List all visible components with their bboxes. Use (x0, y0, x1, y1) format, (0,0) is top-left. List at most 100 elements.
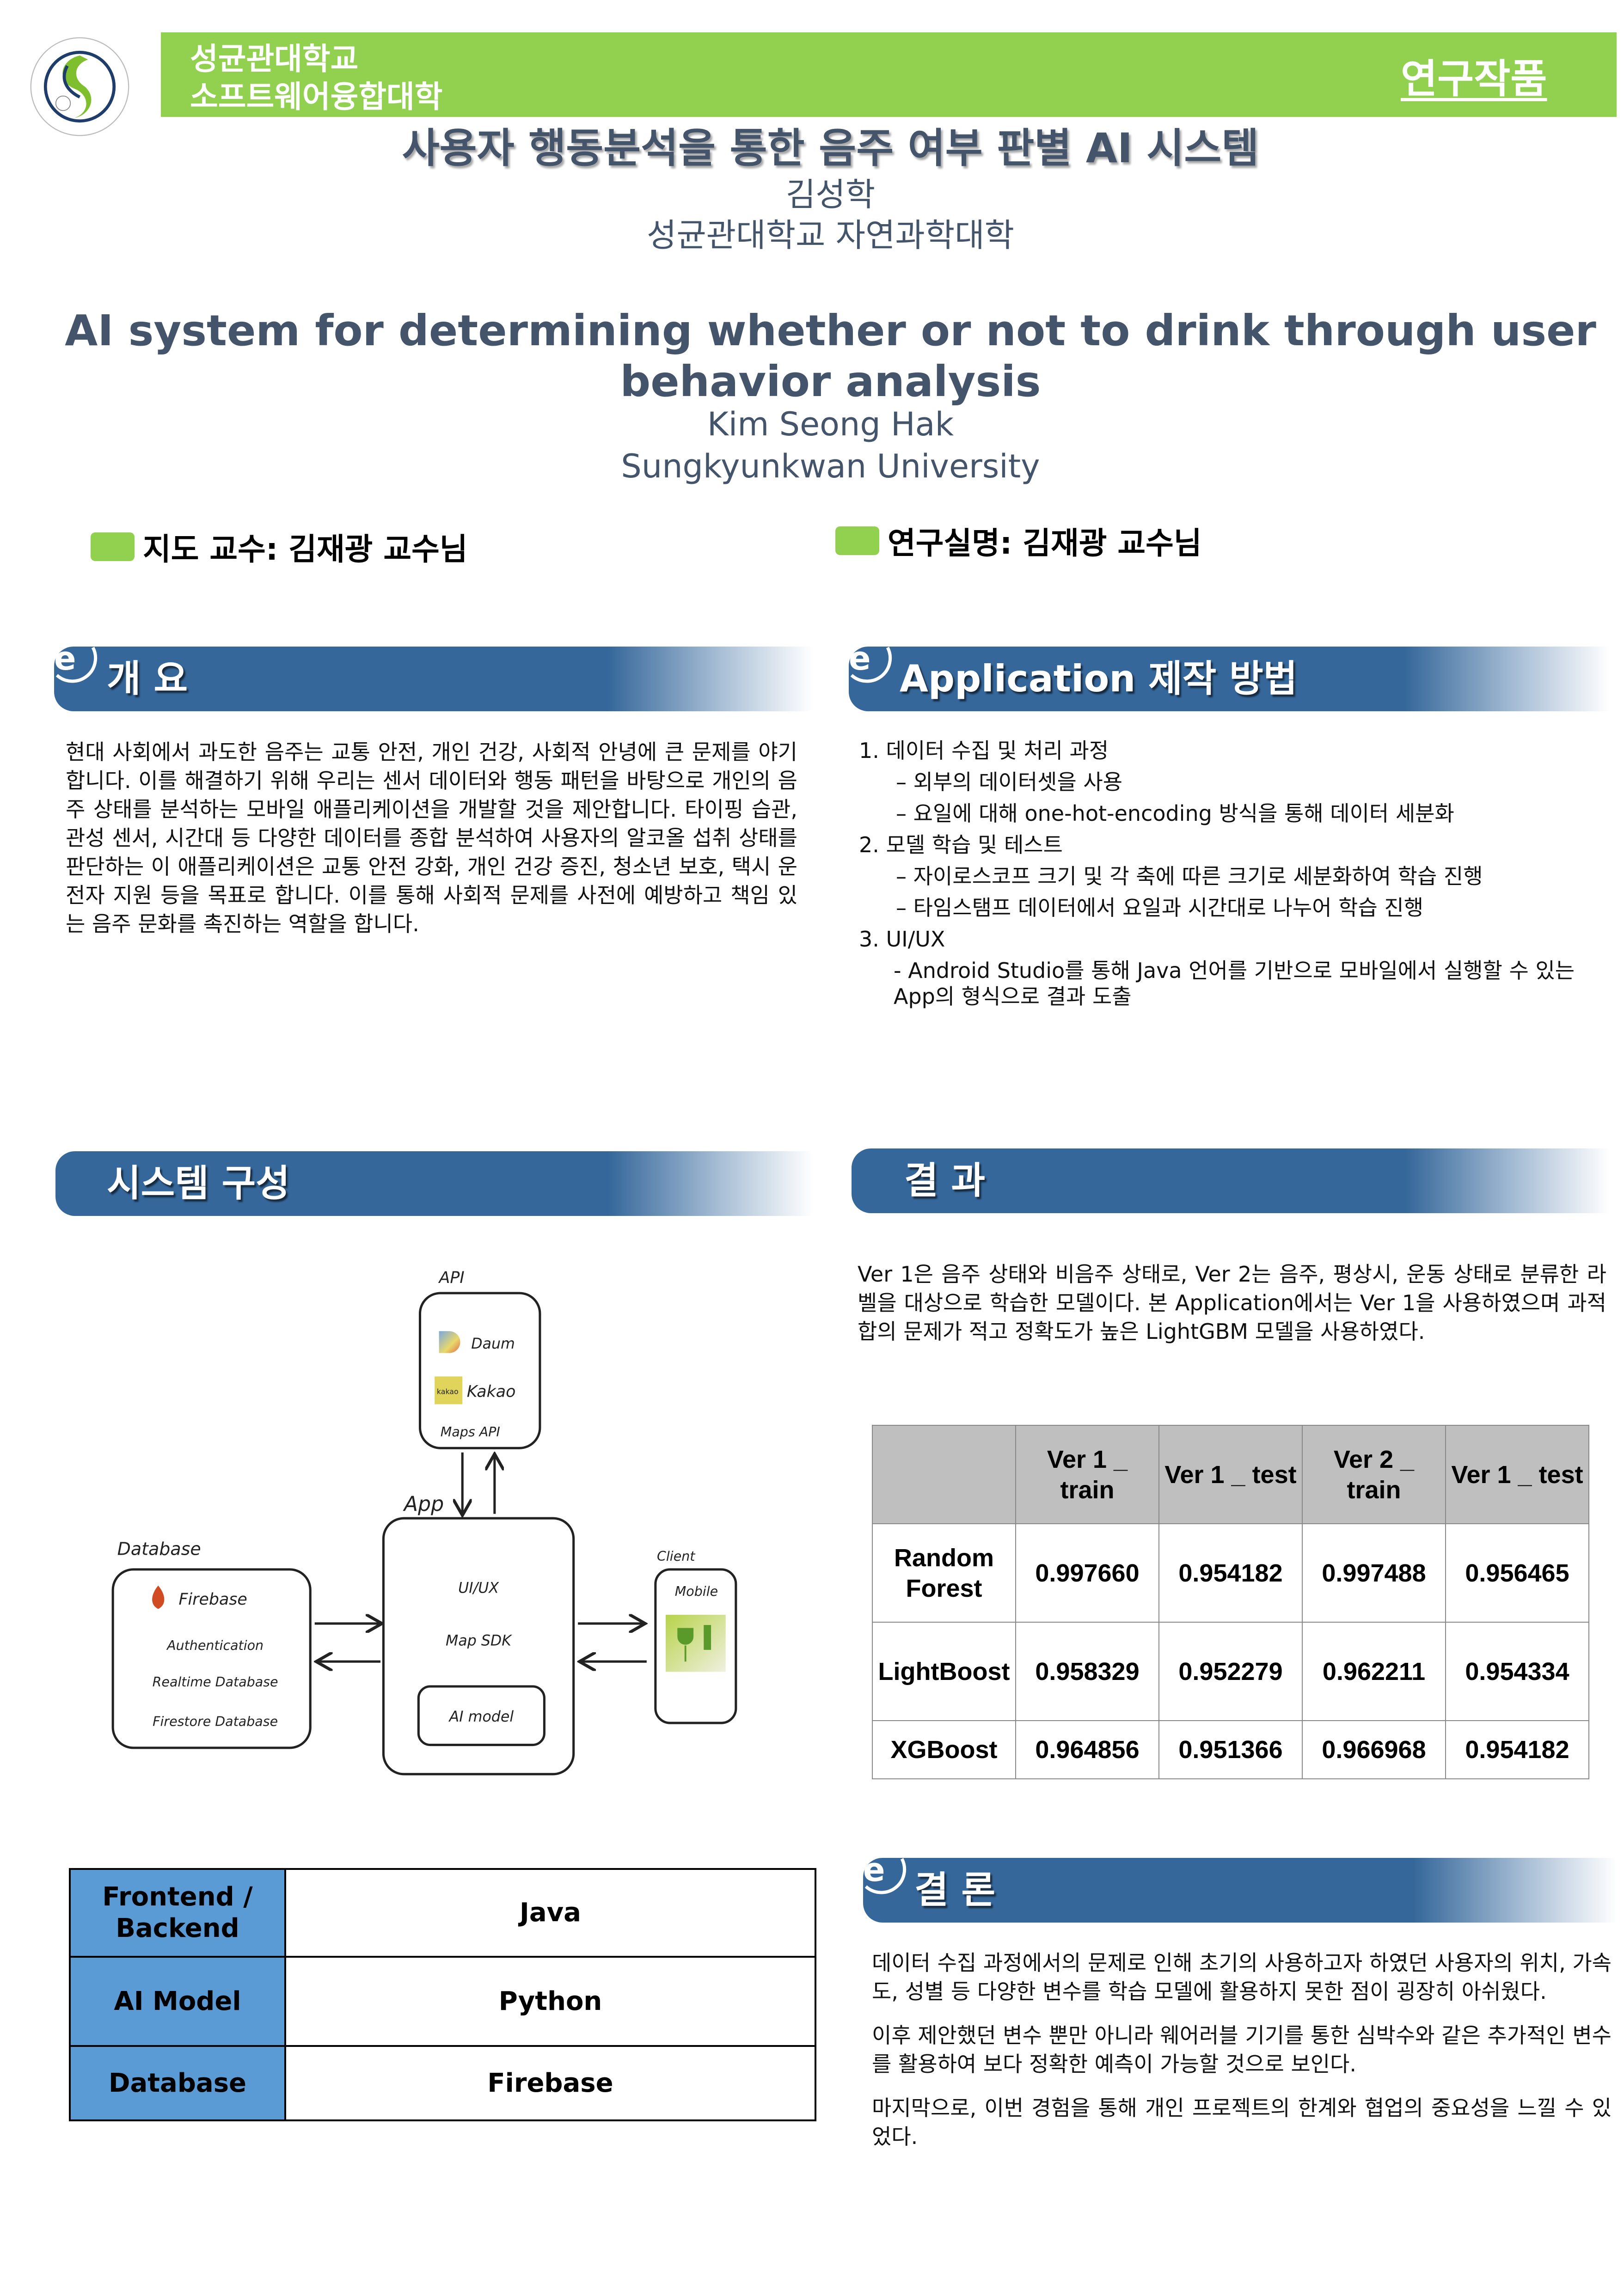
header-cell (872, 1425, 1016, 1524)
score-cell: 0.954334 (1445, 1622, 1589, 1721)
stack-key: Database (69, 2045, 286, 2121)
results-body: Ver 1은 음주 상태와 비음주 상태로, Ver 2는 음주, 평상시, 운… (858, 1262, 1606, 1344)
system-architecture-diagram: API Daum kakao Kakao Maps API App UI/UX … (111, 1269, 737, 1776)
title-english-line1: AI system for determining whether or not… (65, 306, 1596, 355)
section-title: 결 과 (904, 1159, 986, 1202)
header-cell: Ver 1 _ train (1015, 1425, 1159, 1524)
category-badge: 연구작품 (1401, 56, 1547, 102)
client-label: Client (657, 1549, 696, 1564)
results-table: Ver 1 _ train Ver 1 _ test Ver 2 _ train… (872, 1425, 1589, 1779)
model-name: LightBoost (872, 1622, 1016, 1721)
step-subitem: – 자이로스코프 크기 및 각 축에 따른 크기로 세분화하여 학습 진행 (896, 864, 1483, 889)
table-row: AI Model Python (69, 1956, 816, 2047)
advisor-line: 지도 교수: 김재광 교수님 (91, 525, 468, 569)
header-bar (161, 32, 1617, 117)
author-english: Kim Seong Hak (707, 405, 954, 443)
api-label: API (438, 1269, 465, 1287)
table-row: XGBoost 0.964856 0.951366 0.966968 0.954… (872, 1720, 1589, 1779)
score-cell: 0.966968 (1302, 1720, 1446, 1779)
table-row: Random Forest 0.997660 0.954182 0.997488… (872, 1523, 1589, 1623)
step-item: 3. UI/UX (859, 927, 945, 952)
title-korean: 사용자 행동분석을 통한 음주 여부 판별 AI 시스템 (402, 124, 1259, 172)
section-title: Application 제작 방법 (900, 657, 1298, 700)
header-cell: Ver 2 _ train (1302, 1425, 1446, 1524)
conclusion-paragraph: 마지막으로, 이번 경험을 통해 개인 프로젝트의 한계와 협업의 중요성을 느… (872, 2095, 1612, 2149)
table-row: LightBoost 0.958329 0.952279 0.962211 0.… (872, 1622, 1589, 1721)
skku-emblem-icon (30, 37, 129, 136)
step-item: 1. 데이터 수집 및 처리 과정 (859, 738, 1109, 763)
section-title: 시스템 구성 (107, 1162, 290, 1205)
score-cell: 0.954182 (1445, 1720, 1589, 1779)
e-circle-icon: e (54, 643, 98, 683)
app-label: App (403, 1492, 444, 1516)
table-row: Frontend / Backend Java (69, 1868, 816, 1958)
ui-ux-label: UI/UX (458, 1580, 499, 1597)
section-title: 개 요 (107, 657, 188, 700)
step-item: 2. 모델 학습 및 테스트 (859, 832, 1063, 857)
conclusion-paragraph: 데이터 수집 과정에서의 문제로 인해 초기의 사용하고자 하였던 사용자의 위… (872, 1950, 1612, 2004)
score-cell: 0.958329 (1015, 1622, 1159, 1721)
header-cell: Ver 1 _ test (1158, 1425, 1303, 1524)
green-bullet-icon (835, 526, 879, 555)
step-subitem: – 요일에 대해 one-hot-encoding 방식을 통해 데이터 세분화 (896, 801, 1454, 826)
model-name: XGBoost (872, 1720, 1016, 1779)
step-subitem: – 외부의 데이터셋을 사용 (896, 769, 1123, 794)
database-label: Database (117, 1539, 201, 1559)
lab-text: 연구실명: 김재광 교수님 (888, 525, 1202, 561)
firebase-label: Firebase (179, 1590, 247, 1609)
table-row: Database Firebase (69, 2045, 816, 2121)
step-subitem: – 타임스탬프 데이터에서 요일과 시간대로 나누어 학습 진행 (896, 895, 1424, 920)
stack-value: Firebase (284, 2045, 816, 2121)
section-header-results: 결 과 (852, 1148, 1610, 1213)
svg-text:e: e (54, 643, 76, 678)
database-box (111, 1568, 312, 1749)
e-circle-icon: e (863, 1854, 907, 1894)
header-cell: Ver 1 _ test (1445, 1425, 1589, 1524)
score-cell: 0.964856 (1015, 1720, 1159, 1779)
ai-model-box (417, 1685, 545, 1746)
overview-body: 현대 사회에서 과도한 음주는 교통 안전, 개인 건강, 사회적 안녕에 큰 … (66, 739, 797, 936)
map-sdk-label: Map SDK (446, 1632, 512, 1649)
affiliation-korean: 성균관대학교 자연과학대학 (646, 216, 1015, 254)
lab-line: 연구실명: 김재광 교수님 (835, 519, 1202, 563)
affiliation-english: Sungkyunkwan University (621, 447, 1040, 485)
section-title: 결 론 (914, 1869, 996, 1911)
score-cell: 0.954182 (1158, 1523, 1303, 1623)
svg-text:e: e (849, 643, 870, 678)
stack-value: Python (284, 1956, 816, 2047)
score-cell: 0.962211 (1302, 1622, 1446, 1721)
model-name: Random Forest (872, 1523, 1016, 1623)
advisor-text: 지도 교수: 김재광 교수님 (143, 531, 468, 567)
section-header-system: 시스템 구성 (55, 1151, 812, 1216)
daum-label: Daum (471, 1336, 515, 1352)
score-cell: 0.952279 (1158, 1622, 1303, 1721)
author-korean: 김성학 (785, 176, 876, 214)
maps-api-label: Maps API (441, 1424, 500, 1440)
score-cell: 0.956465 (1445, 1523, 1589, 1623)
score-cell: 0.997488 (1302, 1523, 1446, 1623)
college-name: 소프트웨어융합대학 (190, 79, 443, 115)
step-subitem: - Android Studio를 통해 Java 언어를 기반으로 모바일에서… (894, 958, 1575, 1009)
title-english-line2: behavior analysis (620, 357, 1041, 406)
firebase-flame-icon (152, 1585, 165, 1609)
score-cell: 0.951366 (1158, 1720, 1303, 1779)
e-circle-icon: e (849, 643, 892, 683)
api-box (418, 1292, 541, 1449)
kakao-label: Kakao (467, 1383, 516, 1401)
mobile-label: Mobile (675, 1584, 718, 1599)
authentication-label: Authentication (166, 1638, 264, 1653)
score-cell: 0.997660 (1015, 1523, 1159, 1623)
firestore-db-label: Firestore Database (153, 1714, 278, 1729)
tech-stack-table: Frontend / Backend Java AI Model Python … (69, 1868, 816, 2121)
conclusion-paragraph: 이후 제안했던 변수 뿐만 아니라 웨어러블 기기를 통한 심박수와 같은 추가… (872, 2023, 1612, 2076)
kakao-logo-text: kakao (437, 1387, 459, 1396)
ai-model-label: AI model (448, 1709, 514, 1725)
school-name: 성균관대학교 (190, 41, 359, 77)
daum-logo-icon (439, 1331, 460, 1353)
table-header-row: Ver 1 _ train Ver 1 _ test Ver 2 _ train… (872, 1425, 1589, 1524)
stack-key: Frontend / Backend (69, 1868, 286, 1958)
stack-value: Java (284, 1868, 816, 1958)
section-header-application: e Application 제작 방법 (849, 643, 1610, 711)
university-logo (28, 35, 132, 139)
green-bullet-icon (91, 532, 135, 561)
